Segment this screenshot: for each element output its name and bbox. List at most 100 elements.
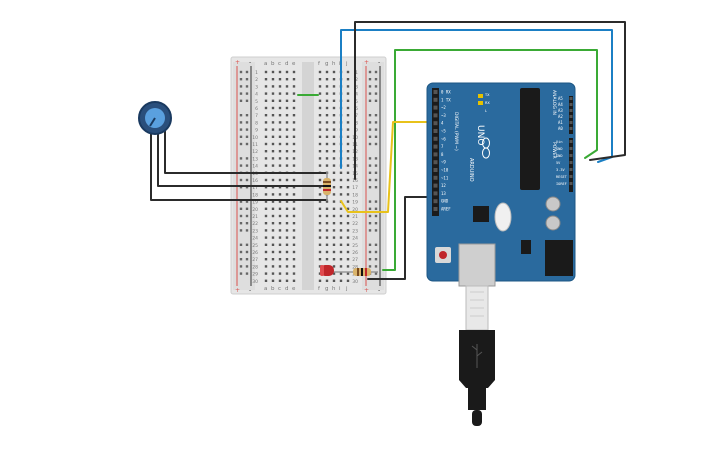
- breadboard-hole: [285, 250, 289, 254]
- resistor-vertical[interactable]: [323, 172, 331, 201]
- column-label: d: [285, 286, 289, 292]
- row-label: 30: [252, 279, 258, 285]
- row-label: 18: [352, 192, 358, 198]
- column-label: f: [318, 61, 321, 67]
- breadboard-hole: [285, 78, 289, 81]
- rail-hole: [374, 258, 378, 261]
- row-label: 19: [352, 200, 358, 206]
- rail-hole: [245, 128, 249, 131]
- column-label: h: [332, 61, 336, 67]
- breadboard-hole: [318, 70, 322, 74]
- digital-pin-label: GND: [441, 199, 449, 204]
- breadboard-hole: [318, 222, 322, 225]
- row-label: 13: [252, 156, 258, 162]
- rail-hole: [368, 207, 372, 210]
- rail-hole: [245, 272, 249, 275]
- rail-hole: [374, 222, 378, 225]
- breadboard-hole: [346, 279, 350, 282]
- row-label: 16: [352, 178, 358, 184]
- rail-hole: [239, 229, 243, 232]
- rail-hole: [374, 214, 378, 218]
- analog-pin: [569, 115, 573, 118]
- breadboard-hole: [332, 207, 336, 210]
- rail-hole: [374, 157, 378, 160]
- breadboard-hole: [264, 200, 268, 203]
- breadboard-hole: [278, 157, 282, 160]
- rail-hole: [374, 85, 378, 88]
- column-label: c: [278, 61, 281, 67]
- analog-pin: [569, 109, 573, 112]
- wires: [150, 21, 626, 280]
- breadboard-hole: [346, 272, 350, 275]
- digital-pin: [433, 136, 438, 141]
- row-label: 25: [252, 243, 258, 249]
- breadboard-hole: [271, 200, 275, 203]
- breadboard-hole: [332, 272, 336, 275]
- breadboard-hole: [318, 178, 322, 182]
- digital-pin-label: 7: [441, 144, 444, 149]
- breadboard-hole: [264, 164, 268, 167]
- breadboard-hole: [346, 70, 350, 74]
- breadboard-hole: [292, 135, 296, 138]
- row-label: 6: [255, 106, 258, 112]
- breadboard-hole: [325, 214, 329, 218]
- row-label: 2: [355, 77, 358, 83]
- breadboard-hole: [292, 243, 296, 246]
- breadboard-hole: [264, 178, 268, 182]
- breadboard-hole: [278, 164, 282, 167]
- breadboard-hole: [264, 207, 268, 210]
- led-red[interactable]: [320, 265, 345, 276]
- breadboard-hole: [339, 207, 343, 210]
- breadboard-hole: [325, 70, 329, 74]
- rail-hole: [368, 121, 372, 124]
- breadboard-hole: [318, 92, 322, 95]
- breadboard-hole: [285, 178, 289, 182]
- breadboard-hole: [264, 229, 268, 232]
- potentiometer-icon[interactable]: [138, 101, 172, 135]
- rail-hole: [239, 258, 243, 261]
- breadboard-hole: [264, 186, 268, 189]
- rail-hole: [368, 164, 372, 167]
- digital-pin-label: ~6: [441, 136, 446, 141]
- rail-hole: [374, 265, 378, 268]
- breadboard-hole: [332, 229, 336, 232]
- breadboard-hole: [346, 200, 350, 203]
- breadboard-hole: [325, 142, 329, 146]
- breadboard-hole: [318, 258, 322, 261]
- breadboard-hole: [332, 78, 336, 81]
- row-label: 2: [255, 77, 258, 83]
- breadboard-hole: [332, 250, 336, 254]
- row-label: 26: [252, 250, 258, 256]
- rail-hole: [239, 243, 243, 246]
- resistor-horizontal[interactable]: [345, 268, 378, 276]
- breadboard-hole: [271, 236, 275, 239]
- rail-hole: [374, 99, 378, 102]
- row-label: 4: [355, 92, 358, 98]
- row-label: 24: [352, 236, 358, 242]
- rail-hole: [374, 92, 378, 95]
- breadboard-hole: [278, 243, 282, 246]
- row-label: 8: [255, 120, 258, 126]
- power-pin: [569, 140, 573, 143]
- row-label: 28: [352, 264, 358, 270]
- breadboard-hole: [346, 265, 350, 268]
- breadboard-hole: [346, 150, 350, 153]
- analog-label: ANALOG IN: [551, 90, 557, 115]
- row-label: 27: [252, 257, 258, 263]
- breadboard-hole: [264, 121, 268, 124]
- arduino-uno-board[interactable]: 0 RX1 TX~2~34~5~678~9~10~111213GNDAREFA5…: [426, 82, 576, 287]
- breadboard-hole: [346, 99, 350, 102]
- breadboard-hole: [318, 193, 322, 196]
- l-label: L: [485, 109, 487, 113]
- row-label: 30: [352, 279, 358, 285]
- rail-hole: [245, 207, 249, 210]
- breadboard-hole: [264, 258, 268, 261]
- digital-pin: [433, 175, 438, 180]
- breadboard-hole: [278, 229, 282, 232]
- column-label: j: [345, 61, 348, 67]
- analog-pin-label: A1: [558, 120, 563, 125]
- rail-hole: [374, 178, 378, 182]
- analog-pin: [569, 103, 573, 106]
